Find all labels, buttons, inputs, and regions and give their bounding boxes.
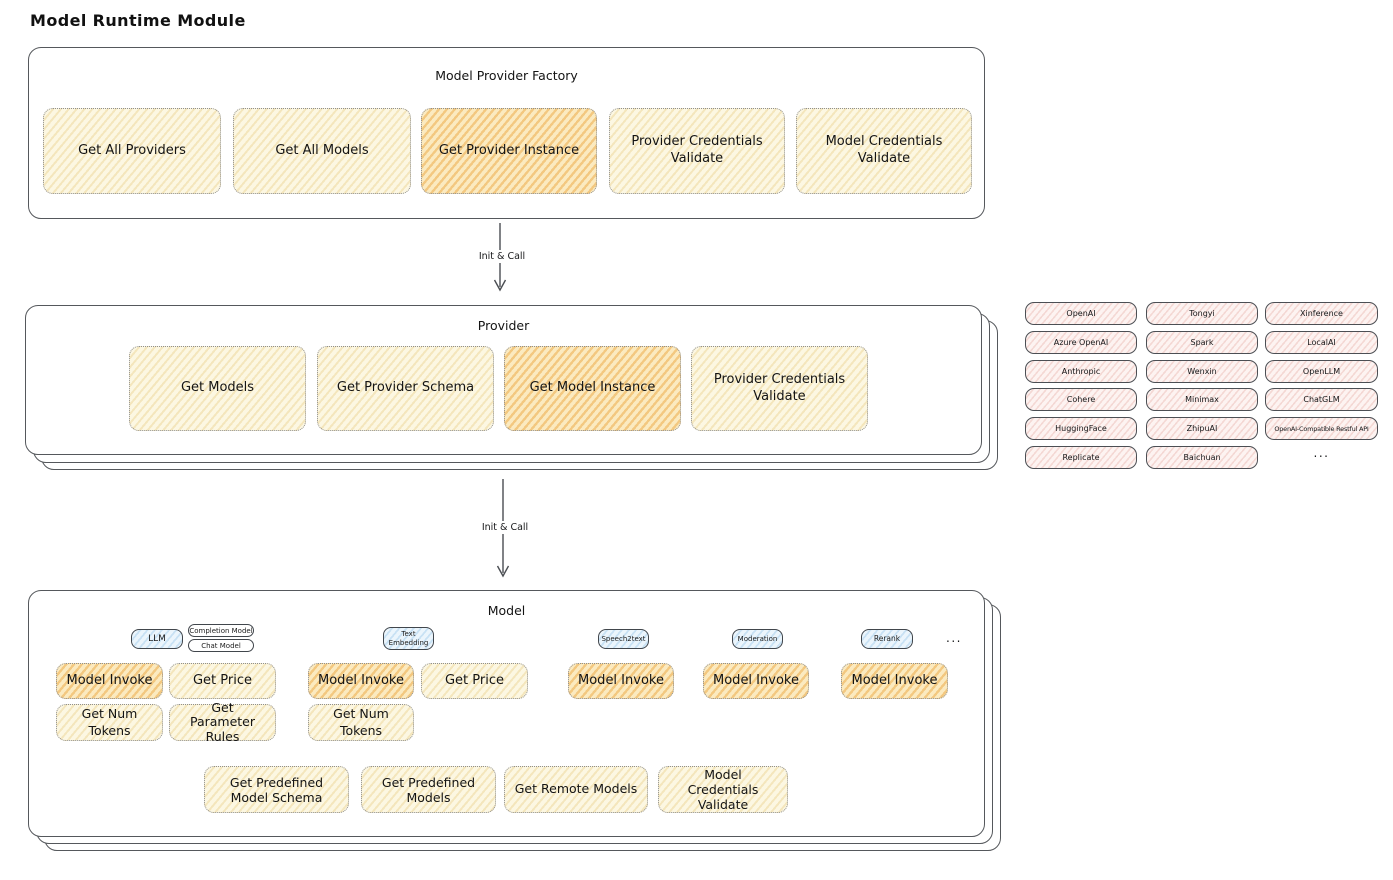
- provider-credentials-validate: Provider Credentials Validate: [691, 346, 868, 431]
- get-remote-models: Get Remote Models: [504, 766, 648, 813]
- provider-pill-zhipuai: ZhipuAI: [1146, 417, 1258, 440]
- factory-get-provider-instance: Get Provider Instance: [421, 108, 597, 194]
- factory-model-credentials-validate: Model Credentials Validate: [796, 108, 972, 194]
- provider-get-model-instance: Get Model Instance: [504, 346, 681, 431]
- provider-pill-replicate: Replicate: [1025, 446, 1137, 469]
- provider-pill-azure-openai: Azure OpenAI: [1025, 331, 1137, 354]
- moderation-model-invoke: Model Invoke: [703, 663, 809, 699]
- factory-get-all-providers: Get All Providers: [43, 108, 221, 194]
- factory-title: Model Provider Factory: [435, 68, 578, 83]
- factory-get-all-models: Get All Models: [233, 108, 411, 194]
- text-embedding-get-price: Get Price: [421, 663, 528, 699]
- provider-pill-minimax: Minimax: [1146, 388, 1258, 411]
- text-embedding-model-invoke: Model Invoke: [308, 663, 414, 699]
- provider-pill-openai-compatible: OpenAI-Compatible Restful API: [1265, 417, 1378, 440]
- provider-title: Provider: [477, 318, 530, 333]
- provider-pill-xinference: Xinference: [1265, 302, 1378, 325]
- llm-model-invoke: Model Invoke: [56, 663, 163, 699]
- tab-chat-model: Chat Model: [188, 639, 254, 652]
- provider-panel: Provider Get Models Get Provider Schema …: [25, 305, 982, 455]
- speech2text-model-invoke: Model Invoke: [568, 663, 674, 699]
- tab-completion-model: Completion Model: [188, 624, 254, 637]
- provider-pill-baichuan: Baichuan: [1146, 446, 1258, 469]
- llm-get-num-tokens: Get Num Tokens: [56, 704, 163, 741]
- factory-panel: Model Provider Factory Get All Providers…: [28, 47, 985, 219]
- tab-rerank: Rerank: [861, 629, 913, 649]
- page-title: Model Runtime Module: [30, 11, 246, 30]
- text-embedding-get-num-tokens: Get Num Tokens: [308, 704, 414, 741]
- providers-more-ellipsis: ...: [1313, 446, 1330, 460]
- model-panel: Model LLM Completion Model Chat Model Te…: [28, 590, 985, 837]
- provider-pill-openllm: OpenLLM: [1265, 360, 1378, 383]
- provider-pill-cohere: Cohere: [1025, 388, 1137, 411]
- llm-get-price: Get Price: [169, 663, 276, 699]
- tab-text-embedding: Text Embedding: [383, 627, 434, 650]
- provider-get-provider-schema: Get Provider Schema: [317, 346, 494, 431]
- llm-get-parameter-rules: Get Parameter Rules: [169, 700, 276, 743]
- get-predefined-model-schema: Get Predefined Model Schema: [204, 766, 349, 813]
- provider-pill-chatglm: ChatGLM: [1265, 388, 1378, 411]
- provider-pill-spark: Spark: [1146, 331, 1258, 354]
- provider-get-models: Get Models: [129, 346, 306, 431]
- provider-pill-tongyi: Tongyi: [1146, 302, 1258, 325]
- provider-pill-anthropic: Anthropic: [1025, 360, 1137, 383]
- get-predefined-models: Get Predefined Models: [361, 766, 496, 813]
- providers-grid: OpenAI Azure OpenAI Anthropic Cohere Hug…: [1025, 302, 1378, 472]
- init-call-label-top: Init & Call: [468, 250, 536, 263]
- provider-pill-huggingface: HuggingFace: [1025, 417, 1137, 440]
- tab-moderation: Moderation: [732, 629, 783, 649]
- model-credentials-validate: Model Credentials Validate: [658, 766, 788, 813]
- init-call-label-bottom: Init & Call: [471, 521, 539, 534]
- provider-pill-wenxin: Wenxin: [1146, 360, 1258, 383]
- factory-provider-credentials-validate: Provider Credentials Validate: [609, 108, 785, 194]
- tab-speech2text: Speech2text: [598, 629, 649, 649]
- model-title: Model: [487, 603, 526, 618]
- rerank-model-invoke: Model Invoke: [841, 663, 948, 699]
- tabs-more-ellipsis: ...: [946, 631, 962, 645]
- provider-pill-openai: OpenAI: [1025, 302, 1137, 325]
- provider-pill-localai: LocalAI: [1265, 331, 1378, 354]
- tab-llm: LLM: [131, 629, 183, 649]
